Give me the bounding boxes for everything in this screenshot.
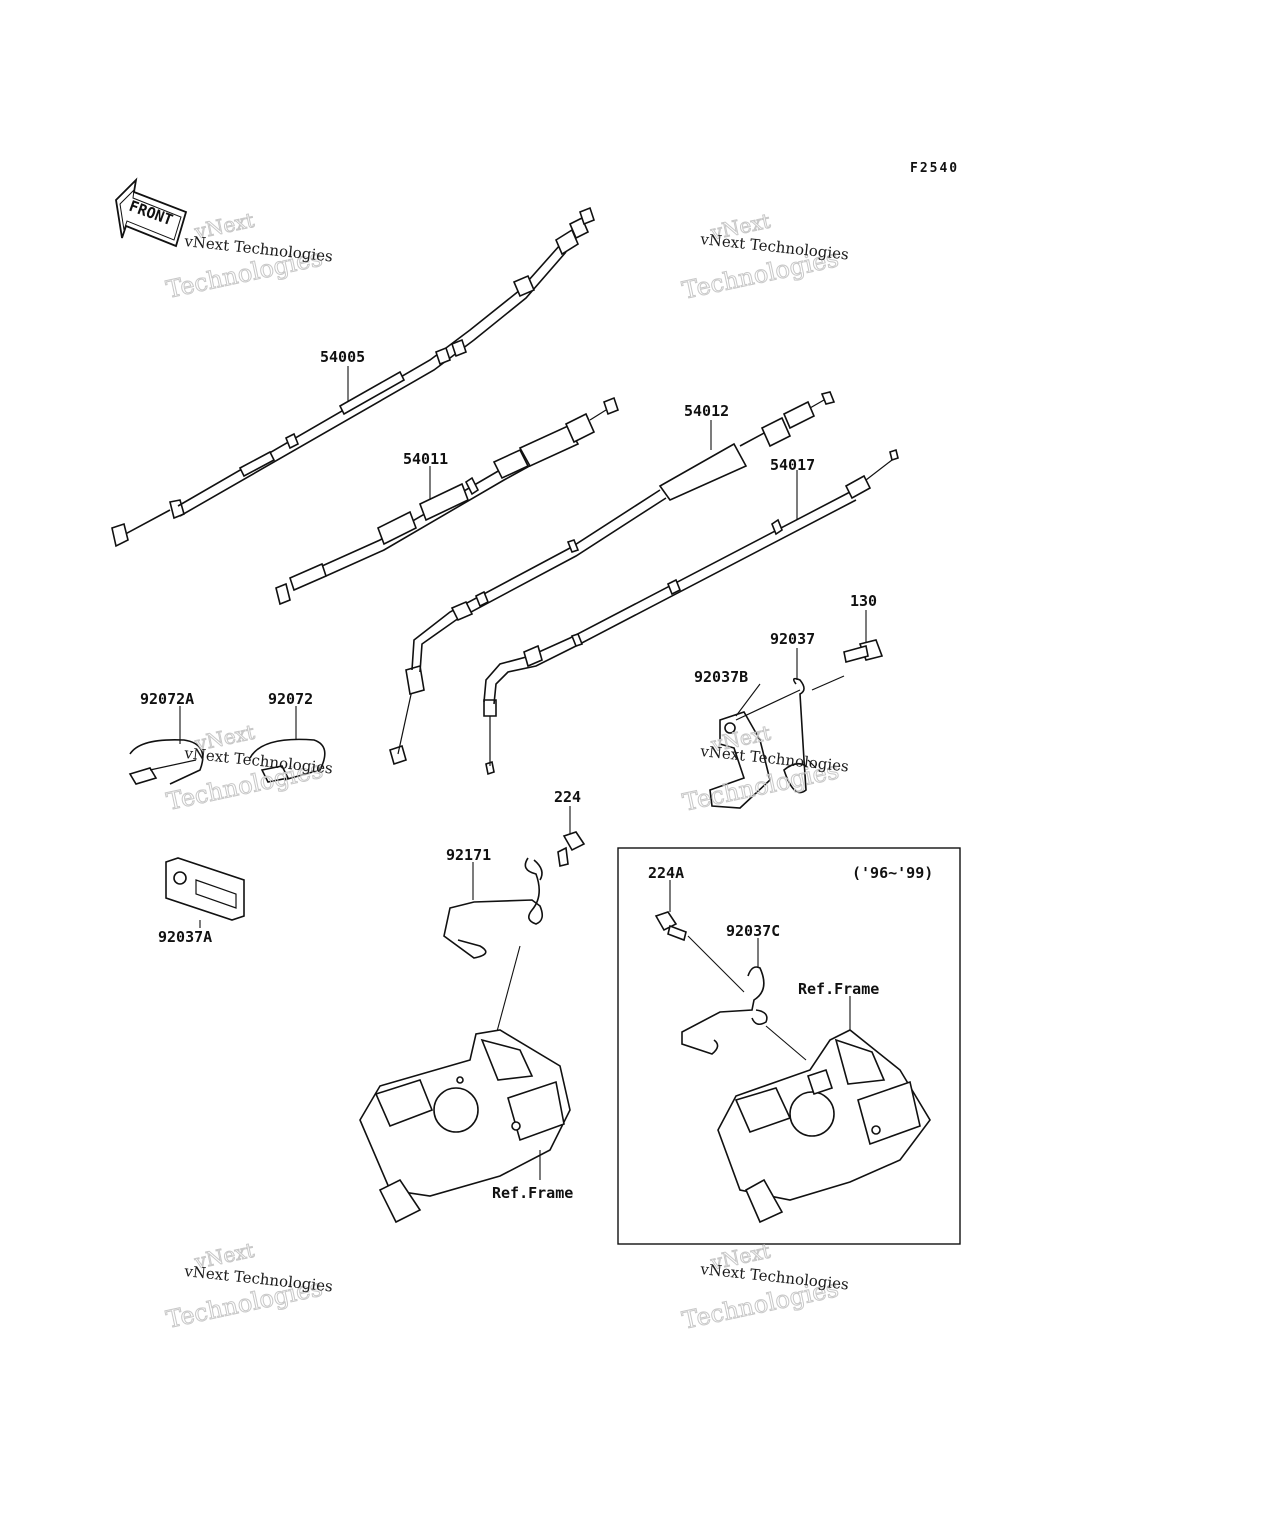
steering-frame-right	[717, 1029, 931, 1224]
label-130: 130	[850, 592, 877, 610]
guide-92037C	[681, 966, 807, 1061]
plate-92037A	[165, 857, 245, 921]
variant-box	[617, 847, 961, 1245]
label-54017: 54017	[770, 456, 815, 474]
label-92037A: 92037A	[158, 928, 212, 946]
steering-frame-left	[359, 1029, 571, 1224]
label-92037C: 92037C	[726, 922, 780, 940]
label-ref-frame-right: Ref.Frame	[798, 980, 879, 998]
label-92037B: 92037B	[694, 668, 748, 686]
screw-224	[557, 831, 586, 867]
leader-lines	[179, 366, 867, 1030]
bracket-92037B	[709, 689, 801, 809]
label-54011: 54011	[403, 450, 448, 468]
label-92037: 92037	[770, 630, 815, 648]
cable-54012	[389, 391, 836, 766]
band-92072	[249, 738, 326, 783]
label-224: 224	[554, 788, 581, 806]
label-92171: 92171	[446, 846, 491, 864]
label-ref-frame-left: Ref.Frame	[492, 1184, 573, 1202]
guide-92171	[443, 857, 544, 1051]
label-92072: 92072	[268, 690, 313, 708]
label-92072A: 92072A	[140, 690, 194, 708]
cable-54011	[275, 396, 619, 606]
band-92072A	[128, 738, 204, 785]
part-labels: 54005 54011 54012 54017 130 92037 92037B…	[140, 348, 879, 1202]
cable-54005	[111, 206, 595, 548]
bolt-130	[843, 639, 884, 663]
variant-box-label: ('96~'99)	[852, 864, 933, 882]
label-54012: 54012	[684, 402, 729, 420]
label-224A: 224A	[648, 864, 684, 882]
screw-224A	[654, 911, 745, 993]
clamp-92037	[783, 675, 845, 794]
label-54005: 54005	[320, 348, 365, 366]
figure-code: F2540	[910, 161, 959, 176]
front-arrow-icon: FRONT	[115, 177, 188, 248]
cable-54017	[483, 448, 899, 776]
